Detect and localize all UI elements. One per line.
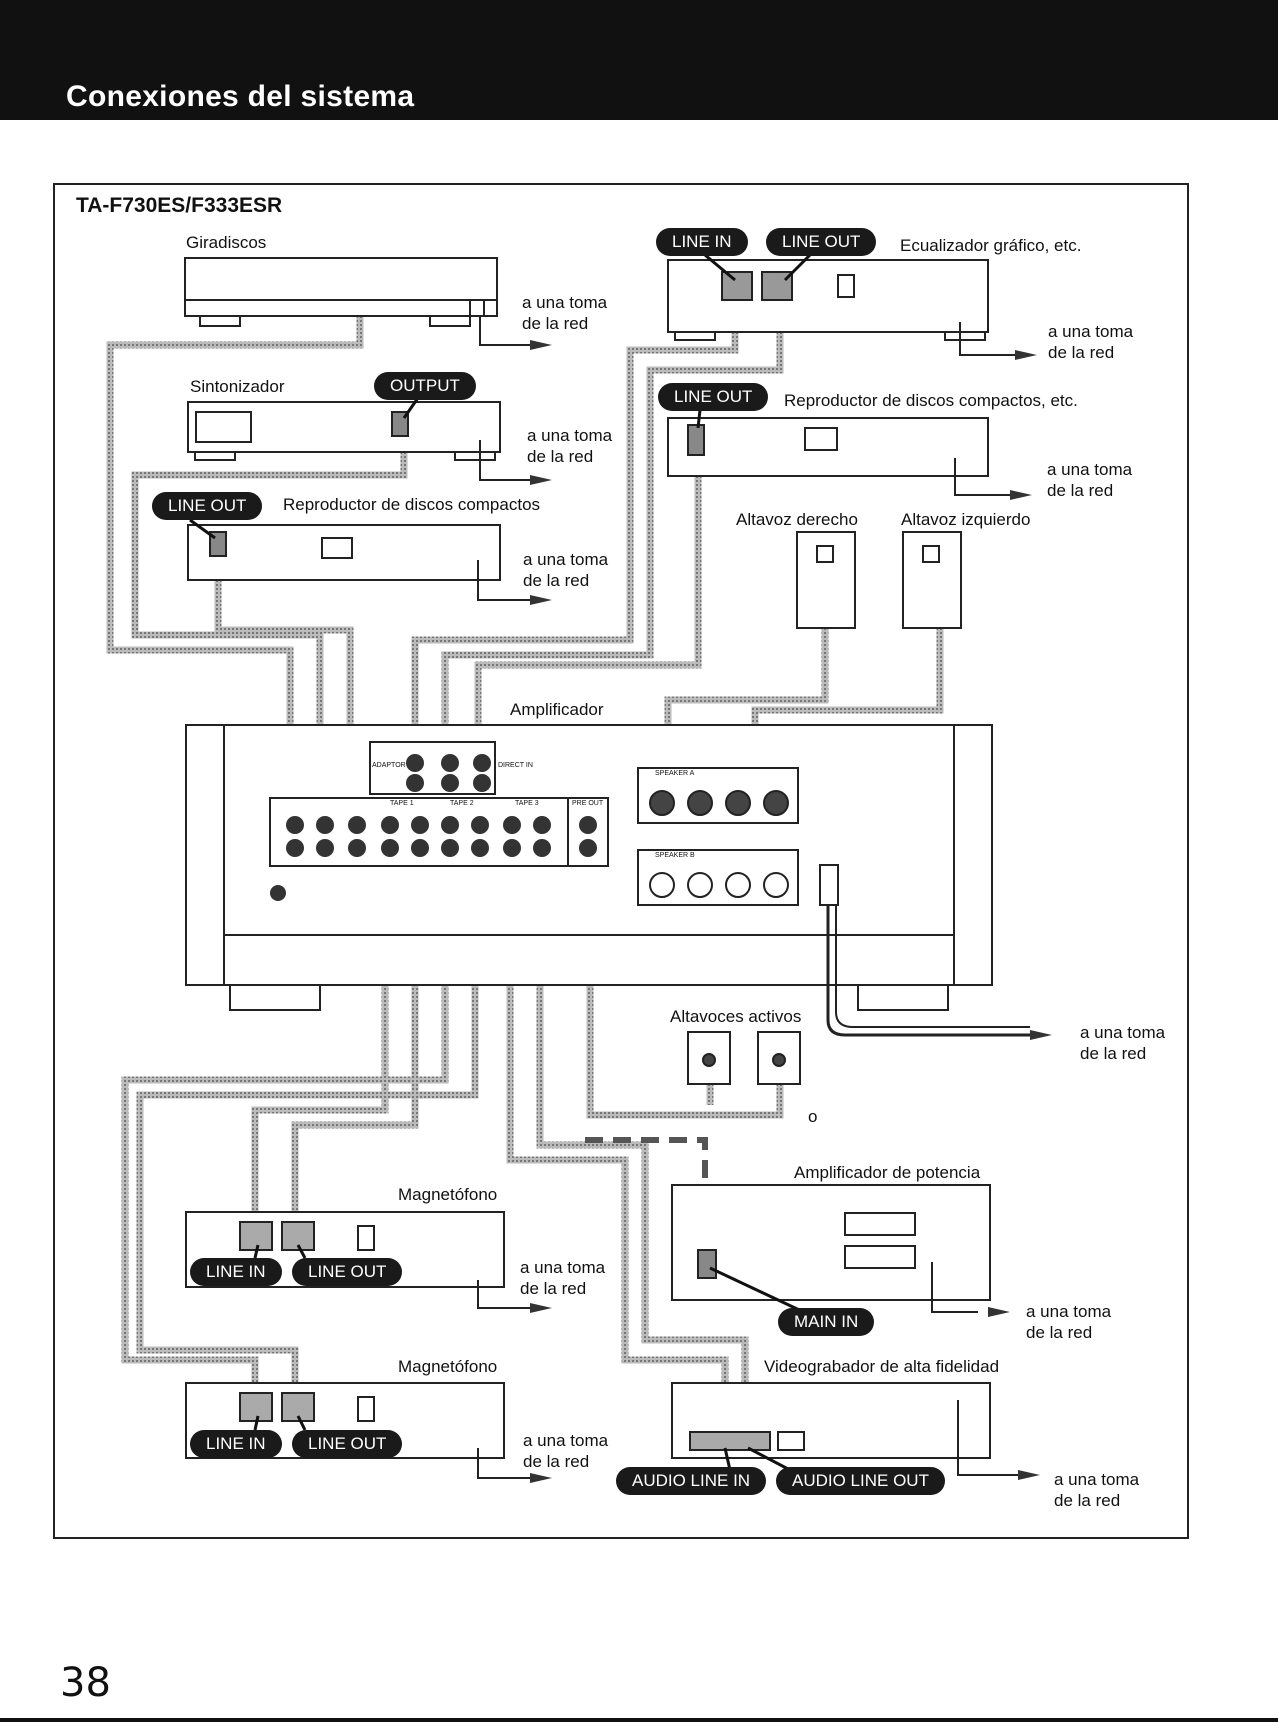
cable-tape2-b <box>136 850 479 1395</box>
pill-eq-line-in: LINE IN <box>656 228 748 256</box>
hifi-vcr <box>671 1382 991 1459</box>
pill-power-amp-main-in: MAIN IN <box>778 1308 875 1336</box>
mains-wires <box>477 315 1018 1479</box>
pill-tuner-output: OUTPUT <box>374 372 476 400</box>
panel-adaptor: ADAPTOR <box>372 762 406 769</box>
pill-vcr-audio-line-in: AUDIO LINE IN <box>616 1467 767 1495</box>
pill-tape2-line-in: LINE IN <box>190 1430 282 1458</box>
speaker-left-label: Altavoz izquierdo <box>901 510 1031 529</box>
hifi-vcr-label: Videograbador de alta fidelidad <box>764 1357 1000 1376</box>
equalizer-label: Ecualizador gráfico, etc. <box>900 236 1082 255</box>
speaker-right-label: Altavoz derecho <box>736 510 858 529</box>
cd-player-right <box>667 417 989 477</box>
panel-speaker-b: SPEAKER B <box>655 852 695 859</box>
panel-pre-out: PRE OUT <box>572 800 604 807</box>
turntable-label: Giradiscos <box>186 233 267 252</box>
panel-tape1: TAPE 1 <box>390 800 414 807</box>
cd-player-left <box>187 524 501 581</box>
page-number: 38 <box>60 1660 111 1706</box>
cable-tape1-b <box>291 850 419 1225</box>
cable-vcr-a <box>506 850 729 1440</box>
diagram-frame <box>53 183 1189 1539</box>
or-label: o <box>808 1107 818 1126</box>
cable-tape2-a <box>121 850 449 1395</box>
power-amp <box>671 1184 991 1301</box>
speaker-terminals <box>649 790 789 898</box>
pill-cd-right-line-out: LINE OUT <box>658 383 769 411</box>
pill-tape1-line-out: LINE OUT <box>292 1258 403 1286</box>
cable-cd-left <box>214 540 354 790</box>
cd-left-label: Reproductor de discos compactos <box>283 495 541 514</box>
power-amp-label: Amplificador de potencia <box>794 1163 981 1182</box>
active-speakers <box>687 1031 801 1085</box>
equalizer <box>667 259 989 341</box>
tuner <box>187 401 501 461</box>
pill-tape2-line-out: LINE OUT <box>292 1430 403 1458</box>
cd-right-label: Reproductor de discos compactos, etc. <box>784 391 1078 410</box>
mains-arrows <box>530 340 1052 1483</box>
cable-turntable <box>106 312 364 790</box>
turntable <box>184 257 498 327</box>
active-speakers-label: Altavoces activos <box>670 1007 802 1026</box>
cable-vcr-b <box>536 850 749 1440</box>
tape-deck-2-label: Magnetófono <box>398 1357 498 1376</box>
panel-tape2: TAPE 2 <box>450 800 474 807</box>
panel-speaker-a: SPEAKER A <box>655 770 695 777</box>
footer-rule <box>0 1718 1278 1722</box>
pill-vcr-audio-line-out: AUDIO LINE OUT <box>776 1467 945 1495</box>
cable-eq-out <box>441 300 784 760</box>
amplifier-jacks <box>270 754 597 901</box>
amplifier-label: Amplificador <box>510 700 604 719</box>
tape-deck-1-label: Magnetófono <box>398 1185 498 1204</box>
amp-power-cord <box>826 905 1030 1037</box>
cable-tuner <box>131 420 408 790</box>
cable-cd-right <box>474 430 702 760</box>
model-title: TA-F730ES/F333ESR <box>76 194 283 217</box>
panel-tape3: TAPE 3 <box>515 800 539 807</box>
amplifier <box>185 724 993 1011</box>
speakers <box>796 531 962 629</box>
page-title: Conexiones del sistema <box>66 80 415 113</box>
pill-eq-line-out: LINE OUT <box>766 228 877 256</box>
cables <box>106 300 944 1440</box>
pill-tape1-line-in: LINE IN <box>190 1258 282 1286</box>
pill-cd-left-line-out: LINE OUT <box>152 492 263 520</box>
page-header: Conexiones del sistema <box>0 0 1278 120</box>
tuner-label: Sintonizador <box>190 377 285 396</box>
panel-direct-in: DIRECT IN <box>498 762 533 769</box>
cable-eq-in <box>411 300 739 760</box>
